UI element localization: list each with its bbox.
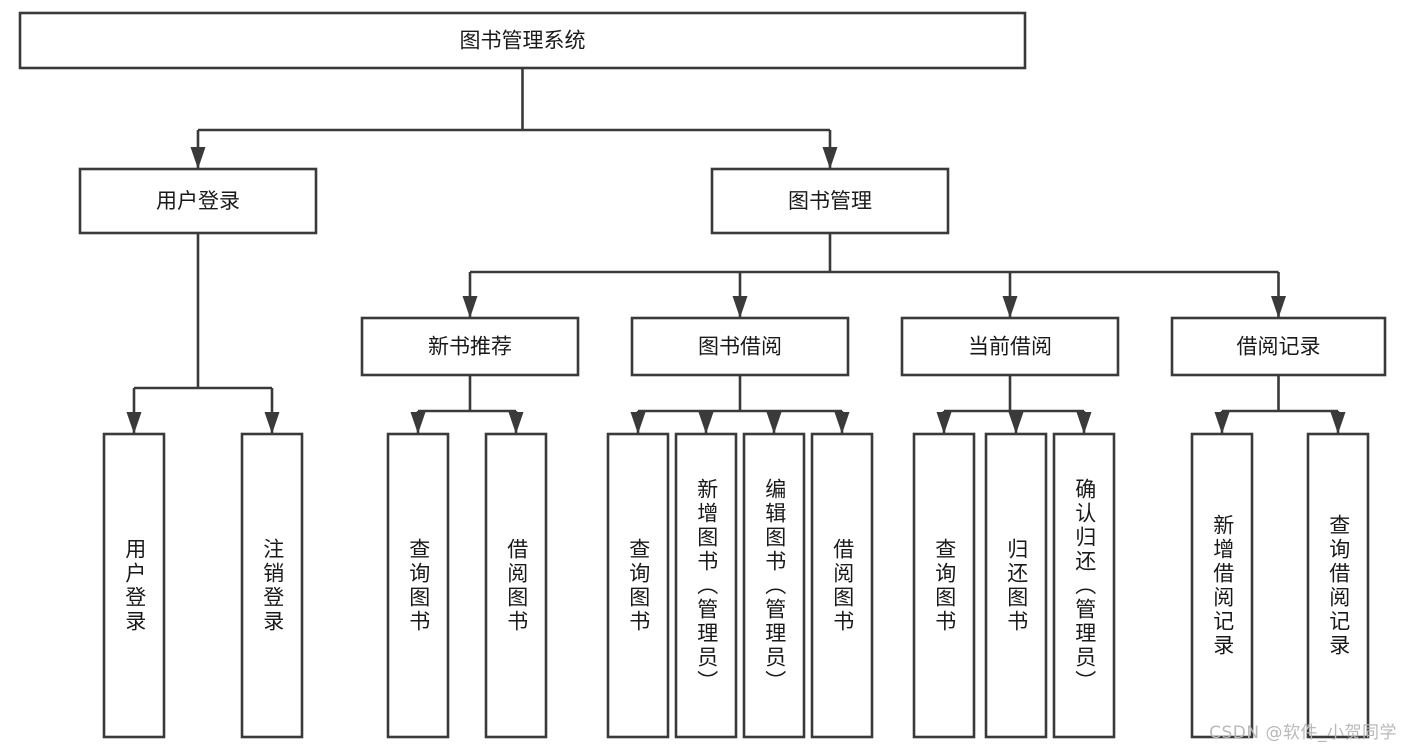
node-box-leaf-add-book[interactable] xyxy=(674,432,738,739)
arrowhead-leaf-return-book xyxy=(1008,412,1024,434)
arrowhead-leaf-user-login xyxy=(126,412,142,434)
arrowhead-leaf-add-book xyxy=(698,412,714,434)
arrowhead-leaf-query-book-1 xyxy=(410,412,426,434)
watermark-text: CSDN @软件_小贺同学 xyxy=(1209,723,1397,743)
node-leaf-confirm-return[interactable] xyxy=(1052,432,1116,739)
node-label-borrow-record: 借阅记录 xyxy=(1237,335,1321,359)
node-leaf-add-book[interactable] xyxy=(674,432,738,739)
node-label-book-borrow: 图书借阅 xyxy=(698,335,782,359)
node-leaf-logout[interactable] xyxy=(240,432,304,739)
arrowhead-new-book-recommend xyxy=(462,296,478,318)
node-leaf-query-book-1[interactable] xyxy=(386,432,450,739)
node-box-leaf-edit-book[interactable] xyxy=(742,432,806,739)
node-box-leaf-return-book[interactable] xyxy=(984,432,1048,739)
node-label-book-manage: 图书管理 xyxy=(788,189,872,213)
node-leaf-return-book[interactable] xyxy=(984,432,1048,739)
node-leaf-user-login[interactable] xyxy=(102,432,166,739)
node-book-manage[interactable]: 图书管理 xyxy=(710,167,950,235)
node-box-user-login[interactable] xyxy=(78,167,318,235)
node-label-new-book-recommend: 新书推荐 xyxy=(428,335,512,359)
node-box-new-book-recommend[interactable] xyxy=(360,316,580,377)
node-leaf-query-book-3[interactable] xyxy=(912,432,976,739)
arrowhead-leaf-borrow-book-2 xyxy=(834,412,850,434)
node-box-leaf-query-book-1[interactable] xyxy=(386,432,450,739)
node-book-borrow[interactable]: 图书借阅 xyxy=(630,316,850,377)
node-box-root[interactable] xyxy=(18,11,1027,70)
node-box-leaf-logout[interactable] xyxy=(240,432,304,739)
arrowhead-book-manage xyxy=(822,147,838,169)
node-box-leaf-query-book-3[interactable] xyxy=(912,432,976,739)
node-new-book-recommend[interactable]: 新书推荐 xyxy=(360,316,580,377)
node-box-leaf-borrow-book-2[interactable] xyxy=(810,432,874,739)
node-box-book-manage[interactable] xyxy=(710,167,950,235)
node-leaf-borrow-book-2[interactable] xyxy=(810,432,874,739)
node-current-borrow[interactable]: 当前借阅 xyxy=(900,316,1120,377)
node-leaf-add-record[interactable] xyxy=(1190,432,1254,739)
arrowhead-leaf-logout xyxy=(264,412,280,434)
node-leaf-query-record[interactable] xyxy=(1306,432,1370,739)
arrowhead-leaf-query-book-3 xyxy=(936,412,952,434)
node-leaf-borrow-book-1[interactable] xyxy=(484,432,548,739)
arrowhead-user-login xyxy=(190,147,206,169)
node-box-current-borrow[interactable] xyxy=(900,316,1120,377)
node-label-current-borrow: 当前借阅 xyxy=(968,335,1052,359)
arrowhead-leaf-query-book-2 xyxy=(630,412,646,434)
node-label-root: 图书管理系统 xyxy=(460,29,586,53)
node-label-user-login: 用户登录 xyxy=(156,189,240,213)
node-box-leaf-user-login[interactable] xyxy=(102,432,166,739)
node-box-leaf-query-record[interactable] xyxy=(1306,432,1370,739)
node-box-leaf-add-record[interactable] xyxy=(1190,432,1254,739)
node-box-leaf-confirm-return[interactable] xyxy=(1052,432,1116,739)
node-box-borrow-record[interactable] xyxy=(1170,316,1387,377)
arrowhead-current-borrow xyxy=(1002,296,1018,318)
connectors-group xyxy=(126,68,1346,434)
node-box-book-borrow[interactable] xyxy=(630,316,850,377)
node-borrow-record[interactable]: 借阅记录 xyxy=(1170,316,1387,377)
arrowhead-leaf-add-record xyxy=(1214,412,1230,434)
node-root[interactable]: 图书管理系统 xyxy=(18,11,1027,70)
node-box-leaf-query-book-2[interactable] xyxy=(606,432,670,739)
node-box-leaf-borrow-book-1[interactable] xyxy=(484,432,548,739)
node-leaf-query-book-2[interactable] xyxy=(606,432,670,739)
arrowhead-book-borrow xyxy=(732,296,748,318)
arrowhead-borrow-record xyxy=(1271,296,1286,318)
node-user-login[interactable]: 用户登录 xyxy=(78,167,318,235)
arrowhead-leaf-borrow-book-1 xyxy=(508,412,524,434)
arrowhead-leaf-query-record xyxy=(1330,412,1346,434)
node-leaf-edit-book[interactable] xyxy=(742,432,806,739)
arrowhead-leaf-confirm-return xyxy=(1076,412,1092,434)
arrowhead-leaf-edit-book xyxy=(766,412,782,434)
